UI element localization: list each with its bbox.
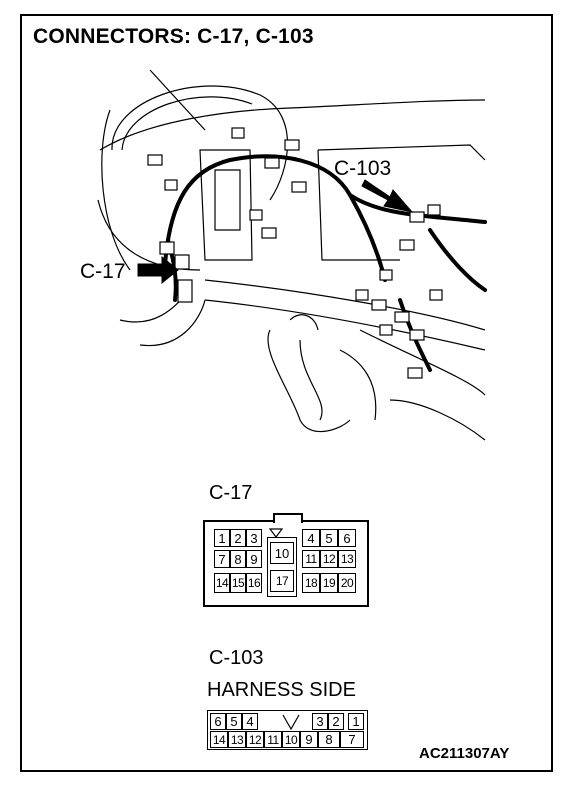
c17-pin: 7 xyxy=(214,550,230,568)
c17-pin: 19 xyxy=(320,573,338,593)
c17-pin: 1 xyxy=(214,529,230,547)
c103-harness-side-label: HARNESS SIDE xyxy=(207,679,356,701)
c17-pin: 3 xyxy=(246,529,262,547)
c103-pin: 2 xyxy=(328,713,344,730)
c17-pin: 8 xyxy=(230,550,246,568)
c103-pin: 1 xyxy=(348,713,364,730)
c17-pin: 17 xyxy=(270,570,294,592)
c103-connector-label: C-103 xyxy=(209,647,264,669)
c17-connector-label: C-17 xyxy=(209,482,253,504)
c17-pin: 12 xyxy=(320,550,338,568)
c17-connector: 1 2 3 4 5 6 7 8 9 10 11 12 13 14 15 16 1… xyxy=(203,513,369,607)
c17-pin: 11 xyxy=(302,550,320,568)
c103-pin: 6 xyxy=(210,713,226,730)
c103-pin: 11 xyxy=(264,731,282,748)
c17-center-block xyxy=(267,537,297,597)
c17-pin: 4 xyxy=(302,529,320,547)
c17-pin: 9 xyxy=(246,550,262,568)
c17-callout-label: C-17 xyxy=(80,260,126,283)
c17-pin: 10 xyxy=(270,542,294,564)
c103-pin: 10 xyxy=(282,731,300,748)
page-title: CONNECTORS: C-17, C-103 xyxy=(33,25,314,48)
c103-pin: 8 xyxy=(318,731,340,748)
c17-pin: 16 xyxy=(246,573,262,593)
c17-pin: 13 xyxy=(338,550,356,568)
c103-pin: 14 xyxy=(210,731,228,748)
c103-pin: 13 xyxy=(228,731,246,748)
c103-pin: 5 xyxy=(226,713,242,730)
c17-pin: 14 xyxy=(214,573,230,593)
c103-lock-v-icon xyxy=(280,713,302,730)
c17-pin: 6 xyxy=(338,529,356,547)
c103-callout-label: C-103 xyxy=(334,157,392,180)
c103-pin: 3 xyxy=(312,713,328,730)
c103-pin: 9 xyxy=(300,731,318,748)
c103-pin: 4 xyxy=(242,713,258,730)
c103-pin: 7 xyxy=(340,731,364,748)
c17-pin: 15 xyxy=(230,573,246,593)
c17-pin: 2 xyxy=(230,529,246,547)
c17-pin: 18 xyxy=(302,573,320,593)
c17-pin: 20 xyxy=(338,573,356,593)
figure-id: AC211307AY xyxy=(419,745,510,762)
figure-frame xyxy=(20,14,553,772)
c103-pin: 12 xyxy=(246,731,264,748)
c103-connector: 6 5 4 3 2 1 14 13 12 11 10 9 8 7 xyxy=(207,710,368,750)
c17-pin: 5 xyxy=(320,529,338,547)
c17-key-tab xyxy=(273,513,303,523)
